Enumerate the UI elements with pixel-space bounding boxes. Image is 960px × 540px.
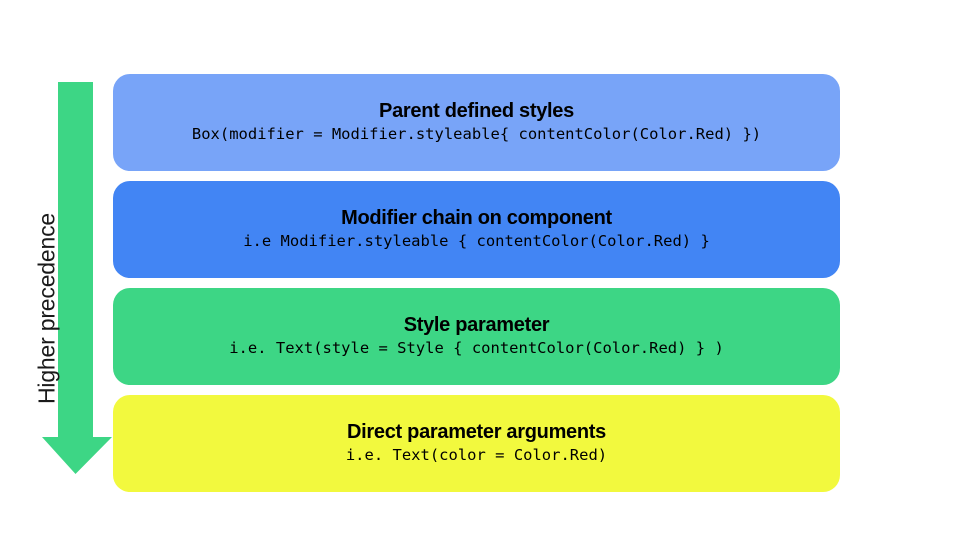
precedence-band-direct-parameter-arguments[interactable]: Direct parameter arguments i.e. Text(col… <box>113 395 840 492</box>
band-title: Modifier chain on component <box>341 206 612 229</box>
band-code-sample: i.e. Text(style = Style { contentColor(C… <box>229 339 724 358</box>
precedence-band-parent-defined-styles[interactable]: Parent defined styles Box(modifier = Mod… <box>113 74 840 171</box>
precedence-stack: Parent defined styles Box(modifier = Mod… <box>113 74 840 492</box>
band-code-sample: i.e Modifier.styleable { contentColor(Co… <box>243 232 710 251</box>
band-code-sample: i.e. Text(color = Color.Red) <box>345 446 608 465</box>
band-title: Style parameter <box>403 313 550 336</box>
precedence-axis: Higher precedence <box>0 0 113 540</box>
precedence-band-modifier-chain[interactable]: Modifier chain on component i.e Modifier… <box>113 181 840 278</box>
band-title: Parent defined styles <box>379 99 574 122</box>
band-code-sample: Box(modifier = Modifier.styleable{ conte… <box>191 125 762 144</box>
precedence-band-style-parameter[interactable]: Style parameter i.e. Text(style = Style … <box>113 288 840 385</box>
precedence-axis-label: Higher precedence <box>33 213 60 404</box>
down-arrow-shape <box>42 82 112 474</box>
band-title: Direct parameter arguments <box>347 420 606 443</box>
down-arrow-icon <box>42 82 112 474</box>
